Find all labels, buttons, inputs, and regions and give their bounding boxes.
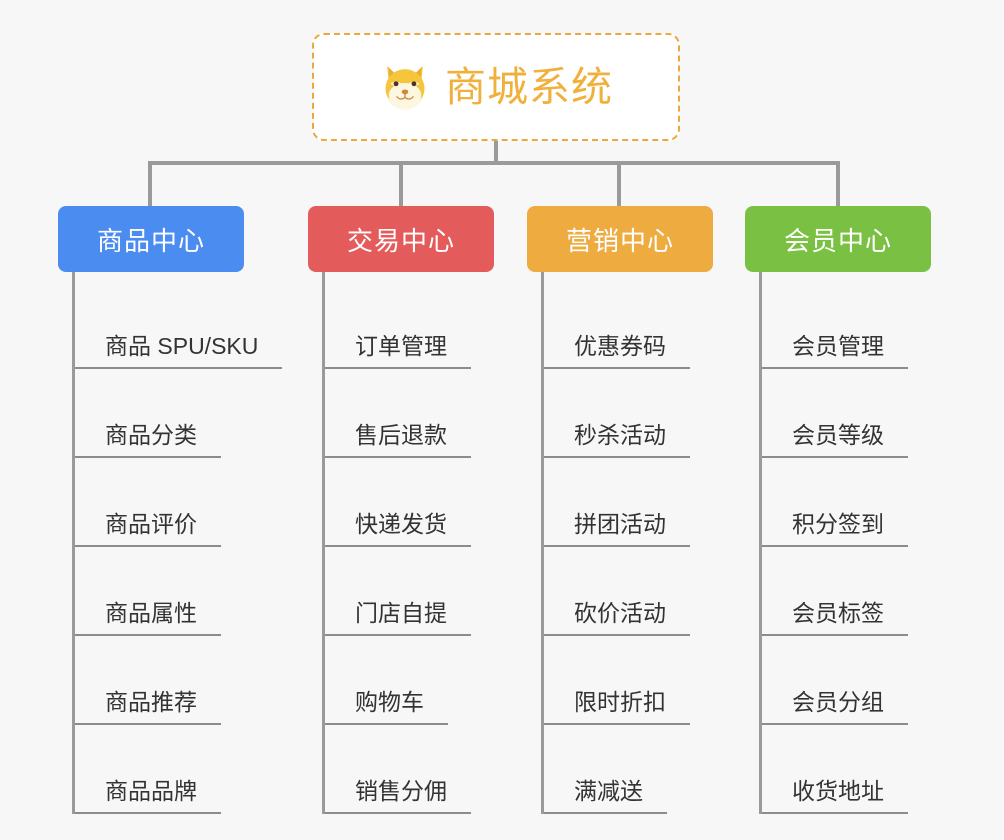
leaf-label: 商品 SPU/SKU: [75, 327, 283, 369]
branch-header-4[interactable]: 会员中心: [745, 206, 931, 272]
leaf-list-1: 商品 SPU/SKU 商品分类 商品评价 商品属性 商品推荐 商品品牌: [72, 272, 283, 814]
leaf-list-3: 优惠券码 秒杀活动 拼团活动 砍价活动 限时折扣 满减送: [541, 272, 713, 814]
leaf-list-4: 会员管理 会员等级 积分签到 会员标签 会员分组 收货地址: [759, 272, 931, 814]
leaf-label: 收货地址: [762, 772, 908, 814]
list-item[interactable]: 商品推荐: [75, 636, 244, 725]
leaf-label: 会员分组: [762, 683, 908, 725]
list-item[interactable]: 门店自提: [325, 547, 494, 636]
list-item[interactable]: 收货地址: [762, 725, 931, 814]
connector-drop-1: [148, 161, 152, 207]
list-item[interactable]: 售后退款: [325, 369, 494, 458]
leaf-label: 砍价活动: [544, 594, 690, 636]
leaf-list-2: 订单管理 售后退款 快递发货 门店自提 购物车 销售分佣: [322, 272, 494, 814]
list-item[interactable]: 优惠券码: [544, 280, 713, 369]
branch-商品中心: 商品中心 商品 SPU/SKU 商品分类 商品评价 商品属性 商品推荐 商品品牌: [58, 206, 283, 814]
list-item[interactable]: 满减送: [544, 725, 713, 814]
list-item[interactable]: 限时折扣: [544, 636, 713, 725]
root-node[interactable]: 商城系统: [312, 33, 680, 141]
list-item[interactable]: 秒杀活动: [544, 369, 713, 458]
shiba-dog-face-icon: [385, 65, 425, 110]
leaf-label: 会员等级: [762, 416, 908, 458]
leaf-label: 售后退款: [325, 416, 471, 458]
list-item[interactable]: 快递发货: [325, 458, 494, 547]
leaf-label: 商品分类: [75, 416, 221, 458]
list-item[interactable]: 商品评价: [75, 458, 244, 547]
connector-drop-3: [617, 161, 621, 207]
connector-horizontal-bus: [150, 161, 840, 165]
list-item[interactable]: 商品属性: [75, 547, 244, 636]
list-item[interactable]: 商品 SPU/SKU: [75, 280, 283, 369]
leaf-label: 会员标签: [762, 594, 908, 636]
list-item[interactable]: 会员管理: [762, 280, 931, 369]
branch-header-3[interactable]: 营销中心: [527, 206, 713, 272]
leaf-label: 商品属性: [75, 594, 221, 636]
root-title: 商城系统: [445, 63, 613, 110]
list-item[interactable]: 销售分佣: [325, 725, 494, 814]
list-item[interactable]: 拼团活动: [544, 458, 713, 547]
leaf-label: 秒杀活动: [544, 416, 690, 458]
branch-header-label: 商品中心: [96, 225, 205, 256]
list-item[interactable]: 商品品牌: [75, 725, 244, 814]
branch-交易中心: 交易中心 订单管理 售后退款 快递发货 门店自提 购物车 销售分佣: [308, 206, 494, 814]
list-item[interactable]: 会员标签: [762, 547, 931, 636]
leaf-label: 优惠券码: [544, 327, 690, 369]
branch-header-label: 营销中心: [565, 225, 674, 256]
leaf-label: 限时折扣: [544, 683, 690, 725]
connector-drop-2: [399, 161, 403, 207]
list-item[interactable]: 会员等级: [762, 369, 931, 458]
leaf-label: 快递发货: [325, 505, 471, 547]
connector-drop-4: [836, 161, 840, 207]
list-item[interactable]: 购物车: [325, 636, 494, 725]
leaf-label: 积分签到: [762, 505, 908, 547]
list-item[interactable]: 砍价活动: [544, 547, 713, 636]
leaf-label: 满减送: [544, 772, 667, 814]
branch-header-label: 会员中心: [783, 225, 892, 256]
branch-营销中心: 营销中心 优惠券码 秒杀活动 拼团活动 砍价活动 限时折扣 满减送: [527, 206, 713, 814]
leaf-label: 门店自提: [325, 594, 471, 636]
branch-header-label: 交易中心: [346, 225, 455, 256]
leaf-label: 销售分佣: [325, 772, 471, 814]
list-item[interactable]: 商品分类: [75, 369, 244, 458]
list-item[interactable]: 会员分组: [762, 636, 931, 725]
branch-header-1[interactable]: 商品中心: [58, 206, 244, 272]
list-item[interactable]: 积分签到: [762, 458, 931, 547]
leaf-label: 购物车: [325, 683, 448, 725]
leaf-label: 商品推荐: [75, 683, 221, 725]
leaf-label: 商品品牌: [75, 772, 221, 814]
leaf-label: 订单管理: [325, 327, 471, 369]
connector-root-stem: [494, 141, 498, 165]
leaf-label: 拼团活动: [544, 505, 690, 547]
branch-会员中心: 会员中心 会员管理 会员等级 积分签到 会员标签 会员分组 收货地址: [745, 206, 931, 814]
branch-header-2[interactable]: 交易中心: [308, 206, 494, 272]
leaf-label: 会员管理: [762, 327, 908, 369]
leaf-label: 商品评价: [75, 505, 221, 547]
list-item[interactable]: 订单管理: [325, 280, 494, 369]
